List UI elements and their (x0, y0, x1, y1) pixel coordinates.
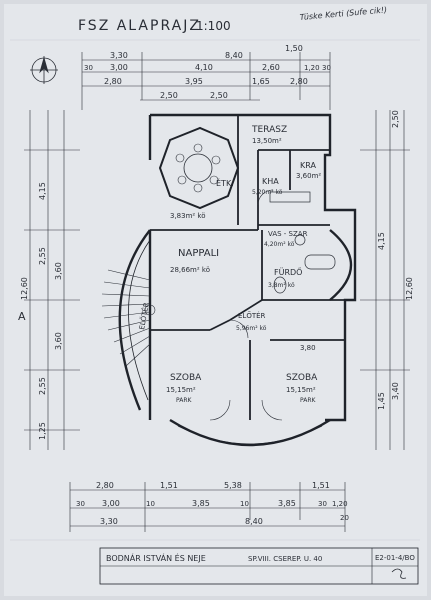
room-nappali-name: NAPPALI (178, 248, 219, 259)
room-kha-name: KHA (262, 177, 279, 186)
front-bay-wall (169, 418, 331, 447)
dim-bot-1: 2,80 (96, 481, 114, 490)
dim-top-13: 2,80 (290, 77, 308, 86)
dim-bot-4: 1,51 (312, 481, 330, 490)
dim-bot-10: 3,85 (278, 499, 296, 508)
paper-grid (10, 39, 420, 541)
room-hall-area: 3,83m² kö (170, 212, 206, 220)
stair-tower-inner (128, 239, 151, 401)
dim-top-14: 2,50 (160, 91, 178, 100)
dim-left-6: 1,25 (38, 422, 47, 440)
dim-lines-right (360, 110, 410, 450)
room-furdo-name: FÜRDŐ (274, 267, 302, 277)
handwritten-note: Tüske Kerti (Sufe cik!) (299, 5, 387, 22)
dim-top-9: 30 (322, 64, 331, 72)
misc-dim: 3,80 (300, 344, 316, 352)
room-szoba2-area: 15,15m² (286, 386, 316, 394)
dim-bot-7: 10 (146, 500, 155, 508)
dim-bot-9: 10 (240, 500, 249, 508)
dim-left-2: 2,55 (38, 247, 47, 265)
room-etk-name: ÉTK. (216, 177, 234, 188)
front-bay-inner (177, 425, 323, 445)
dim-left-total: 12,60 (20, 277, 29, 300)
dim-lines-top (81, 52, 331, 110)
dim-right-total: 12,60 (405, 277, 414, 300)
bathroom-fixtures (269, 191, 336, 294)
dim-top-1: 3,30 (110, 51, 128, 60)
dining-bay (158, 126, 240, 210)
dim-labels-bottom: 2,80 1,51 5,38 1,51 30 3,00 10 3,85 10 3… (76, 481, 349, 526)
dim-right-2: 4,15 (377, 232, 386, 250)
dim-bot-13: 3,30 (100, 517, 118, 526)
titleblock-code: E2-01-4/BO (375, 554, 415, 562)
titleblock-owner: BODNÁR ISTVÁN ÉS NEJE (106, 552, 206, 563)
plan-scale: 1:100 (196, 19, 231, 33)
dim-top-6: 4,10 (195, 63, 213, 72)
dim-labels-right: 2,50 12,60 4,15 3,40 1,45 (377, 110, 414, 410)
signature-mark (391, 568, 407, 579)
room-kra-name: KRA (300, 161, 316, 170)
room-vas-name: VAS - SZAR (268, 230, 308, 238)
dim-bot-2: 1,51 (160, 481, 178, 490)
stair-tower-wall (118, 229, 151, 411)
door-swings (209, 189, 283, 421)
dim-bot-3: 5,38 (224, 481, 242, 490)
dim-top-12: 1,65 (252, 77, 270, 86)
dim-left-5: 2,55 (38, 377, 47, 395)
room-kha-area: 5,20m² kö (252, 189, 283, 196)
dim-right-1: 2,50 (391, 110, 400, 128)
room-szoba1-area: 15,15m² (166, 386, 196, 394)
dim-labels-left: 12,60 4,15 2,55 3,60 3,60 2,55 1,25 (20, 182, 63, 440)
room-vas-area: 4,20m² kö (264, 241, 295, 248)
dim-left-4: 3,60 (54, 332, 63, 350)
dim-labels-top: 3,30 8,40 1,50 30 3,00 4,10 2,60 1,20 30… (84, 44, 331, 100)
room-furdo-area: 3,8m² kö (268, 282, 295, 289)
dim-top-3: 1,50 (285, 44, 303, 53)
dim-bot-12: 1,20 (332, 500, 348, 508)
dim-bot-11: 30 (318, 500, 327, 508)
room-labels: TERASZ 13,50m² KRA 3,60m² ÉTK. KHA 5,20m… (18, 125, 321, 404)
room-kra-area: 3,60m² (296, 172, 321, 180)
dim-bot-8: 3,85 (192, 499, 210, 508)
dim-top-10: 2,80 (104, 77, 122, 86)
dim-bot-15: 20 (340, 514, 349, 522)
dim-top-2: 8,40 (225, 51, 243, 60)
section-marker-a: A (18, 310, 26, 323)
dim-top-11: 3,95 (185, 77, 203, 86)
dim-lines-bottom (69, 482, 346, 532)
dim-bot-6: 3,00 (102, 499, 120, 508)
room-lepcso-name: ELŐTÉR (137, 302, 151, 331)
titleblock-address: SP.VIII. CSEREP. U. 40 (248, 555, 322, 563)
dim-left-1: 4,15 (38, 182, 47, 200)
north-arrow-icon (30, 56, 58, 84)
plan-title: FSZ ALAPRAJZ (78, 18, 201, 34)
room-eloter-name: ELŐTÉR (238, 311, 266, 320)
title-block: BODNÁR ISTVÁN ÉS NEJE SP.VIII. CSEREP. U… (99, 547, 419, 585)
room-szoba2-name: SZOBA (286, 373, 318, 383)
room-eloter-area: 5,96m² kö (236, 325, 267, 332)
dim-right-4: 1,45 (377, 392, 386, 410)
right-bay-wall (329, 229, 353, 301)
dim-top-4: 30 (84, 64, 93, 72)
room-terasz-area: 13,50m² (252, 137, 282, 145)
interior-walls (150, 115, 345, 420)
dim-bot-14: 8,40 (245, 517, 263, 526)
staircase (101, 269, 156, 367)
dim-right-3: 3,40 (391, 382, 400, 400)
room-nappali-area: 28,66m² kö (170, 266, 210, 274)
dim-top-7: 2,60 (262, 63, 280, 72)
room-terasz-name: TERASZ (251, 125, 287, 135)
dim-bot-5: 30 (76, 500, 85, 508)
room-szoba1-name: SZOBA (170, 373, 202, 383)
dim-top-8: 1,20 (304, 64, 320, 72)
room-szoba1-floor: PARK (176, 397, 193, 404)
room-szoba2-floor: PARK (300, 397, 317, 404)
dim-left-3: 3,60 (54, 262, 63, 280)
dim-top-15: 2,50 (210, 91, 228, 100)
dim-lines-left (24, 110, 80, 450)
dim-top-5: 3,00 (110, 63, 128, 72)
